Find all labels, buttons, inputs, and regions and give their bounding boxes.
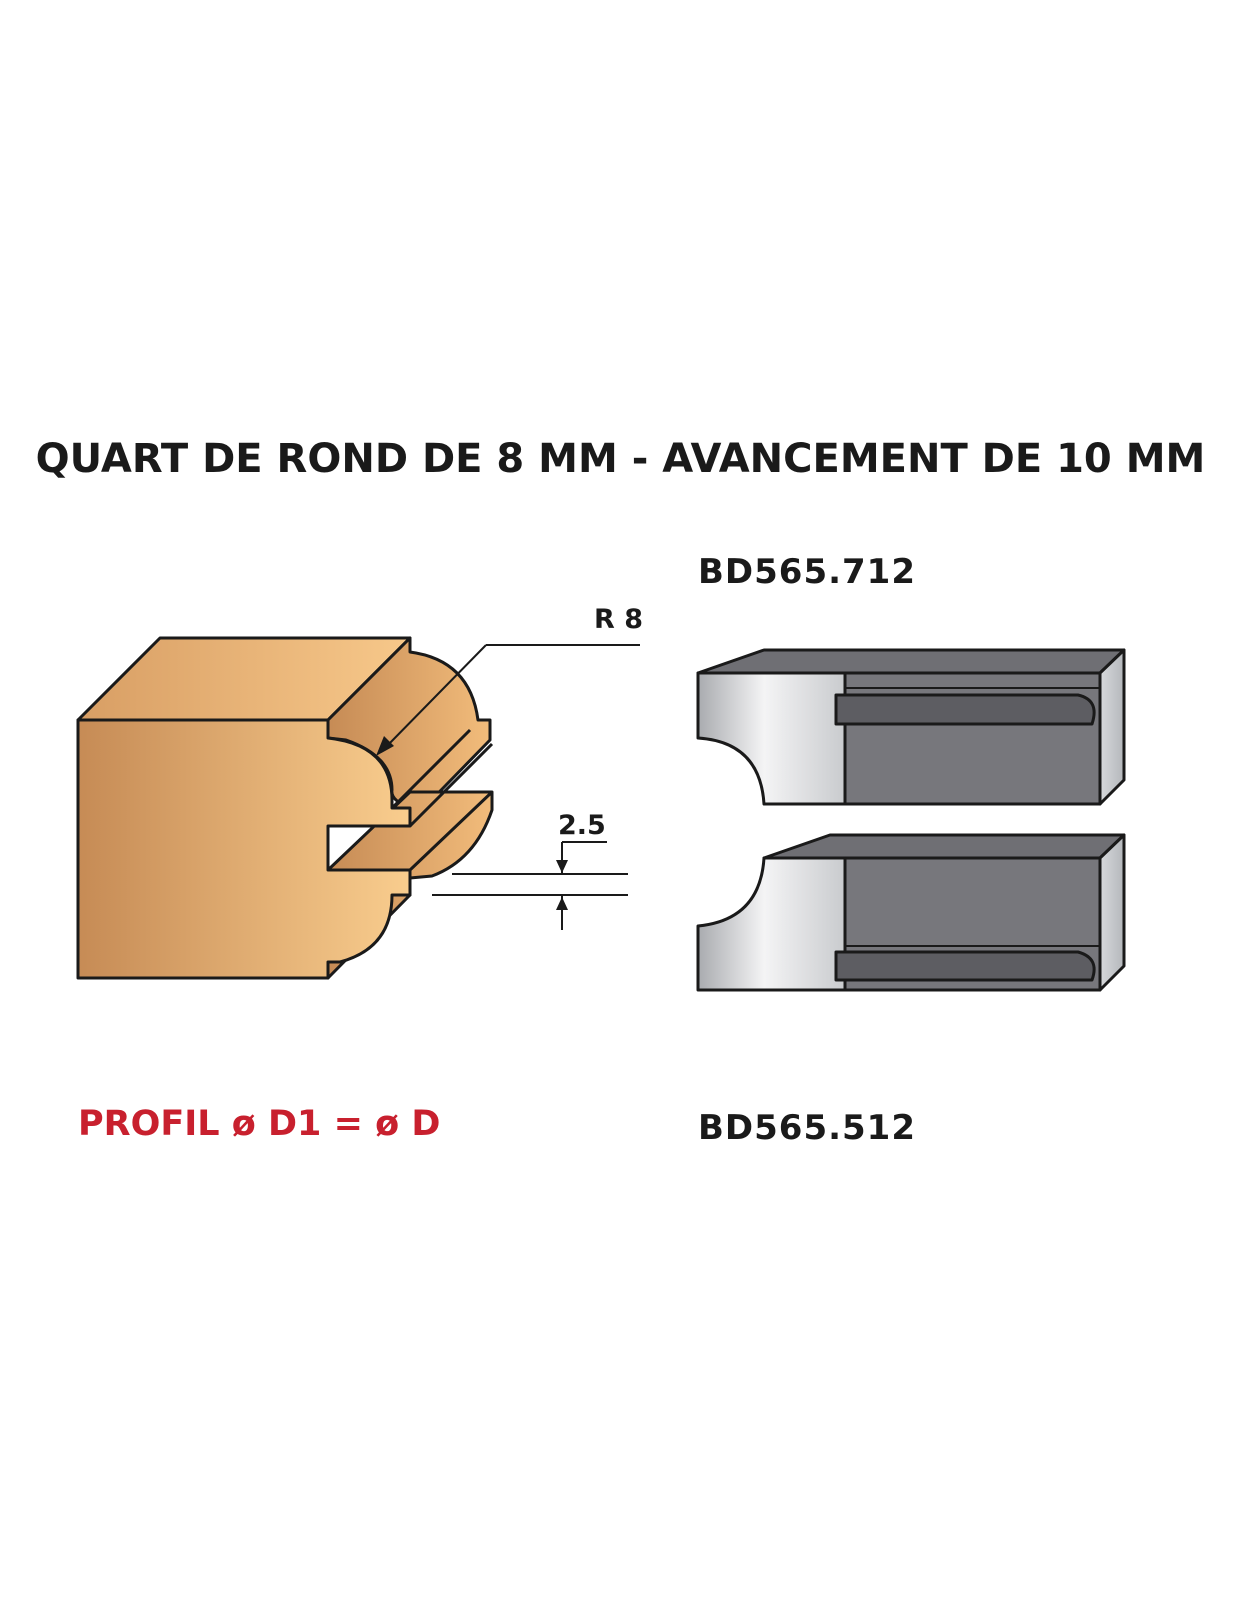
- product-code-bottom: BD565.512: [698, 1108, 916, 1148]
- offset-label: 2.5: [558, 810, 606, 841]
- radius-dimension: R 8: [376, 604, 643, 756]
- knife-top: [696, 648, 1126, 806]
- knife-bottom-slot: [834, 950, 1096, 982]
- knife-bottom-upper-face: [762, 833, 1126, 860]
- page-title: QUART DE ROND DE 8 MM - AVANCEMENT DE 10…: [35, 436, 1206, 482]
- knife-bottom-cutting-face: [696, 856, 847, 992]
- radius-arrow-icon: [376, 736, 394, 756]
- wood-profile: [76, 636, 494, 980]
- offset-dimension: [432, 841, 628, 930]
- knife-bottom-end-face: [1098, 833, 1126, 992]
- wood-groove-line: [390, 728, 494, 872]
- knife-top-slot: [834, 693, 1096, 726]
- knife-bottom: [696, 833, 1126, 992]
- product-code-top: BD565.712: [698, 552, 916, 592]
- offset-arrow-up-icon: [556, 897, 568, 910]
- knife-top-cutting-face: [696, 671, 847, 806]
- knife-top-body: [843, 671, 1102, 806]
- profile-note: PROFIL ø D1 = ø D: [78, 1104, 441, 1144]
- offset-arrow-down-icon: [556, 860, 568, 873]
- knife-top-upper-face: [696, 648, 1126, 675]
- radius-label: R 8: [594, 604, 643, 635]
- wood-front-face: [76, 718, 412, 980]
- knife-top-end-face: [1098, 648, 1126, 806]
